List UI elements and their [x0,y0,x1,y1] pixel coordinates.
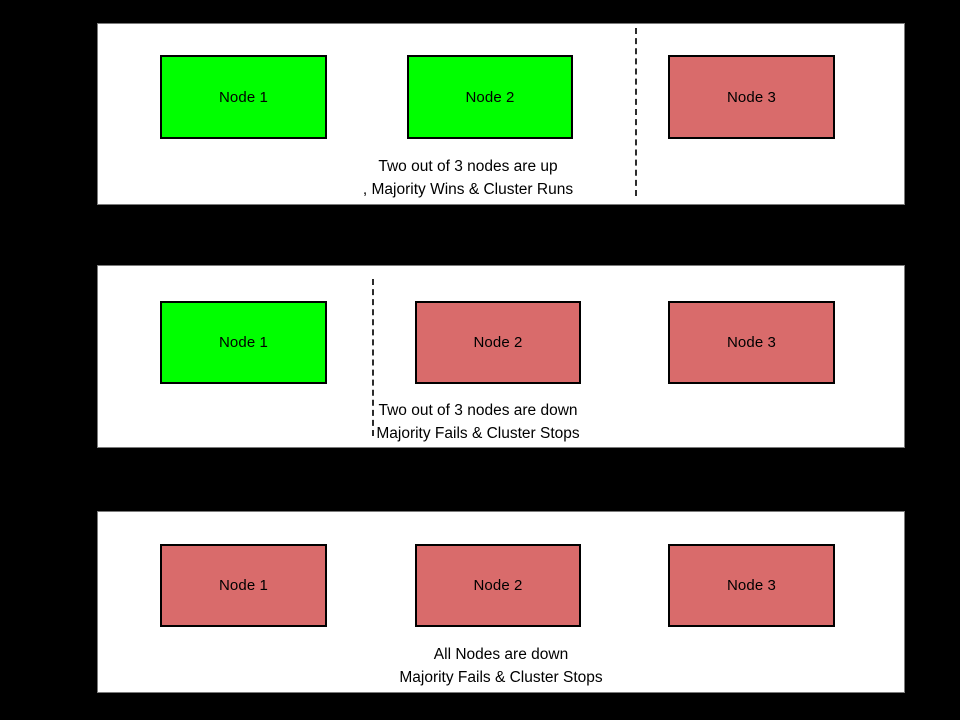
scenario-caption: All Nodes are down Majority Fails & Clus… [301,643,701,689]
node-box-label: Node 2 [473,334,523,351]
node-box-label: Node 3 [727,334,776,351]
node-box-1[interactable]: Node 1 [160,301,327,384]
scenario-caption-line-1: All Nodes are down [433,646,569,663]
node-box-2[interactable]: Node 2 [407,55,573,139]
scenario-caption: Two out of 3 nodes are down Majority Fai… [278,399,678,445]
scenario-caption-line-2: Majority Fails & Cluster Stops [376,425,580,442]
scenario-panel-two-nodes-down: Node 1 Node 2 Node 3 Two out of 3 nodes … [97,265,905,448]
node-box-label: Node 1 [219,577,268,594]
scenario-caption-line-1: Two out of 3 nodes are up [378,158,558,175]
scenario-panel-all-nodes-down: Node 1 Node 2 Node 3 All Nodes are down … [97,511,905,693]
quorum-divider-line [372,279,374,436]
quorum-divider-line [635,28,637,196]
node-box-1[interactable]: Node 1 [160,55,327,139]
node-box-label: Node 3 [727,88,776,106]
scenario-caption-line-2: , Majority Wins & Cluster Runs [362,181,574,198]
scenario-caption-line-1: Two out of 3 nodes are down [378,402,578,419]
node-box-label: Node 2 [473,577,523,594]
node-box-2[interactable]: Node 2 [415,544,581,627]
node-box-1[interactable]: Node 1 [160,544,327,627]
scenario-caption-line-2: Majority Fails & Cluster Stops [399,669,603,686]
node-box-label: Node 3 [727,577,776,594]
scenario-caption: Two out of 3 nodes are up , Majority Win… [268,155,668,201]
node-box-3[interactable]: Node 3 [668,544,835,627]
node-box-3[interactable]: Node 3 [668,301,835,384]
scenario-panel-one-node-down: Node 1 Node 2 Node 3 Two out of 3 nodes … [97,23,905,205]
node-box-label: Node 2 [465,88,515,106]
node-box-3[interactable]: Node 3 [668,55,835,139]
node-box-label: Node 1 [219,88,268,106]
node-box-label: Node 1 [219,334,268,351]
node-box-2[interactable]: Node 2 [415,301,581,384]
